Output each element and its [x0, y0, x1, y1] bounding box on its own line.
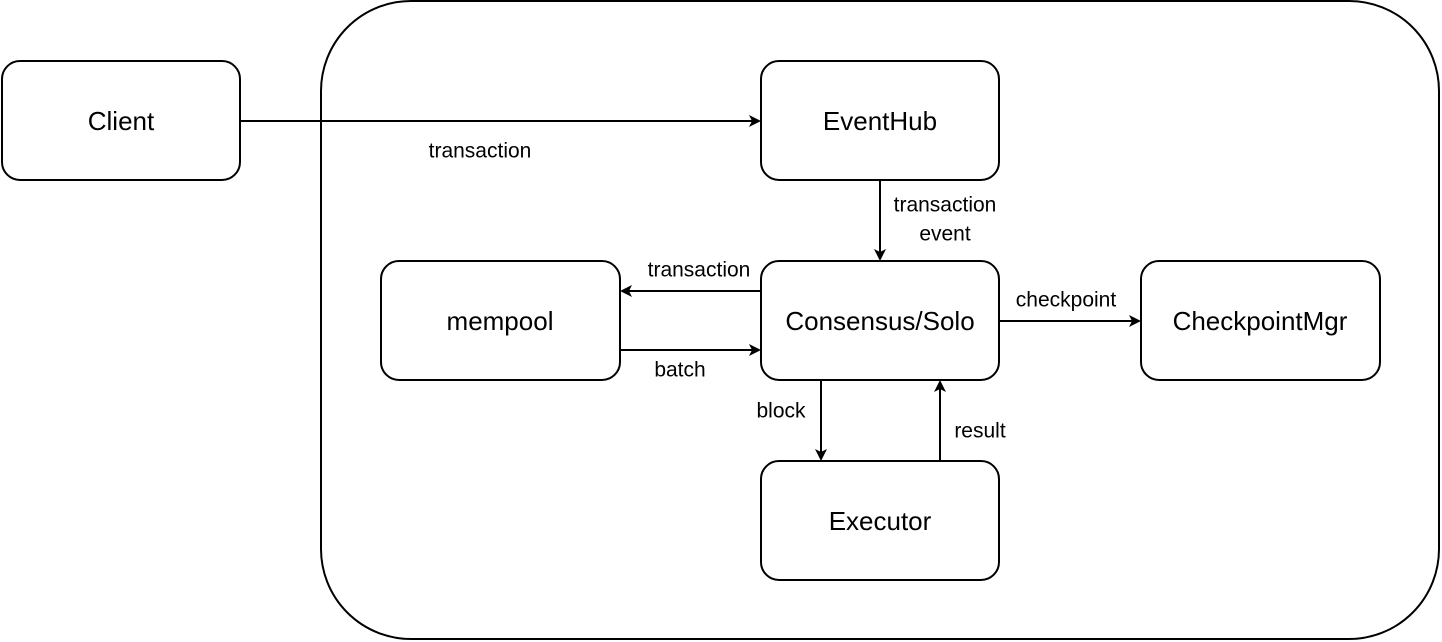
- edge-client-to-eventhub: transaction: [240, 115, 761, 163]
- edge-label-consensus-to-executor: block: [756, 400, 806, 423]
- executor-node[interactable]: Executor: [760, 460, 1000, 581]
- edge-mempool-to-consensus: batch: [620, 344, 761, 382]
- edge-executor-to-consensus: result: [934, 380, 1006, 461]
- checkpointmgr-node[interactable]: CheckpointMgr: [1140, 260, 1381, 381]
- consensus-label: Consensus/Solo: [785, 306, 974, 336]
- checkpointmgr-label: CheckpointMgr: [1173, 306, 1348, 336]
- edge-consensus-to-checkpointmgr: checkpoint: [999, 289, 1141, 327]
- edge-eventhub-to-consensus: transaction event: [874, 180, 997, 261]
- consensus-node[interactable]: Consensus/Solo: [760, 260, 1000, 381]
- edge-label-eventhub-to-consensus-line2: event: [919, 223, 971, 246]
- eventhub-node[interactable]: EventHub: [760, 60, 1000, 181]
- edge-label-mempool-to-consensus: batch: [654, 359, 705, 382]
- edge-label-executor-to-consensus: result: [954, 420, 1006, 443]
- mempool-label: mempool: [447, 306, 554, 336]
- edge-label-client-to-eventhub: transaction: [429, 140, 532, 163]
- executor-label: Executor: [829, 506, 932, 536]
- edge-label-consensus-to-mempool: transaction: [648, 259, 751, 282]
- client-label: Client: [88, 106, 155, 136]
- mempool-node[interactable]: mempool: [380, 260, 621, 381]
- client-node[interactable]: Client: [1, 60, 241, 181]
- edge-label-eventhub-to-consensus-line1: transaction: [894, 194, 997, 217]
- edge-consensus-to-mempool: transaction: [620, 259, 761, 297]
- edge-consensus-to-executor: block: [756, 380, 827, 461]
- edge-label-consensus-to-checkpointmgr: checkpoint: [1016, 289, 1117, 312]
- eventhub-label: EventHub: [823, 106, 937, 136]
